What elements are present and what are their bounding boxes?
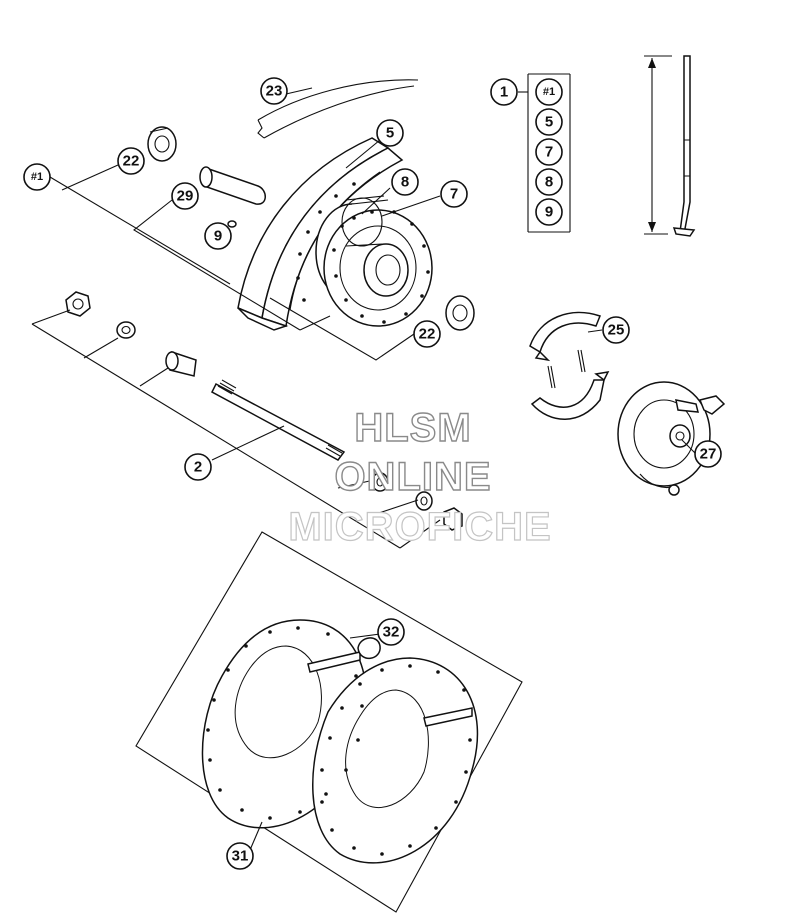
callout-27: 27: [694, 440, 722, 468]
callout-23: 23: [260, 77, 288, 105]
callout-8-label: 8: [401, 174, 409, 191]
callout-7: 7: [440, 180, 468, 208]
callout-22-top-label: 22: [123, 153, 140, 170]
callout-27-label: 27: [700, 446, 717, 463]
callout-8: 8: [391, 168, 419, 196]
spacer-tube-29: [199, 166, 266, 205]
callout-31-label: 31: [232, 848, 249, 865]
brake-shoe-lower: [530, 371, 610, 420]
kit-item-3: 7: [535, 138, 563, 166]
brake-shoe-upper: [529, 311, 601, 362]
callout-32-label: 32: [383, 624, 400, 641]
kit-item-4: 8: [535, 168, 563, 196]
spoke: [672, 55, 696, 237]
watermark-line-2: ONLINE: [334, 455, 491, 499]
axle-2: [211, 379, 346, 461]
watermark: HLSM ONLINE MICROFICHE: [288, 405, 552, 549]
washer-left: [116, 321, 136, 339]
washer-right: [371, 472, 389, 492]
callout-hash1-label: #1: [31, 171, 43, 183]
kit-item-5: 9: [535, 198, 563, 226]
callout-hash1: #1: [23, 163, 51, 191]
grease-packet-32: [349, 633, 381, 659]
callout-9-label: 9: [214, 228, 222, 245]
kit-item-3-label: 7: [545, 144, 553, 161]
bearing-22-top: [147, 126, 177, 162]
kit-callout-main: 1: [490, 78, 518, 106]
callout-29: 29: [171, 182, 199, 210]
wheel-hub: [315, 199, 433, 327]
callout-9: 9: [204, 222, 232, 250]
callout-32: 32: [377, 618, 405, 646]
kit-item-2: 5: [535, 108, 563, 136]
callout-23-label: 23: [266, 83, 283, 100]
kit-item-2-label: 5: [545, 114, 553, 131]
kit-item-1-label: #1: [543, 86, 555, 98]
hub-spoke-holes: [296, 182, 356, 302]
gasket-bolt-holes: [206, 626, 472, 856]
callout-5-label: 5: [386, 125, 394, 142]
callout-2: 2: [184, 453, 212, 481]
callout-22-top: 22: [117, 147, 145, 175]
callout-2-label: 2: [194, 459, 202, 476]
washer-right-2: [415, 491, 433, 511]
kit-item-4-label: 8: [545, 174, 553, 191]
brake-springs: [547, 349, 586, 389]
callout-22-right-label: 22: [419, 326, 436, 343]
wheel-rim-5: [237, 137, 404, 331]
hub-flange-8: [341, 195, 385, 247]
kit-item-5-label: 9: [545, 204, 553, 221]
axle-nut-left: [65, 291, 91, 317]
ball-9: [227, 220, 237, 228]
callout-7-label: 7: [450, 186, 458, 203]
axle-nut-right: [443, 507, 463, 531]
kit-bracket: [518, 73, 571, 233]
bearing-22-right: [445, 295, 475, 331]
watermark-line-3: MICROFICHE: [288, 505, 551, 549]
kit-item-1: #1: [535, 78, 563, 106]
spoke-dimension-line: [644, 55, 672, 235]
callout-25: 25: [602, 316, 630, 344]
callout-31: 31: [226, 842, 254, 870]
gasket-package-box: [135, 531, 523, 913]
rim-tape-23: [257, 79, 419, 139]
callout-29-label: 29: [177, 188, 194, 205]
callout-25-label: 25: [608, 322, 625, 339]
axle-spacer-left: [165, 350, 197, 377]
brake-backing-plate-27: [617, 381, 726, 496]
gasket-sheet-right: [312, 657, 479, 864]
watermark-line-1: HLSM: [354, 406, 471, 450]
leader-lines: [31, 87, 697, 851]
kit-callout-main-label: 1: [500, 84, 508, 101]
callout-22-right: 22: [413, 320, 441, 348]
callout-5: 5: [376, 119, 404, 147]
